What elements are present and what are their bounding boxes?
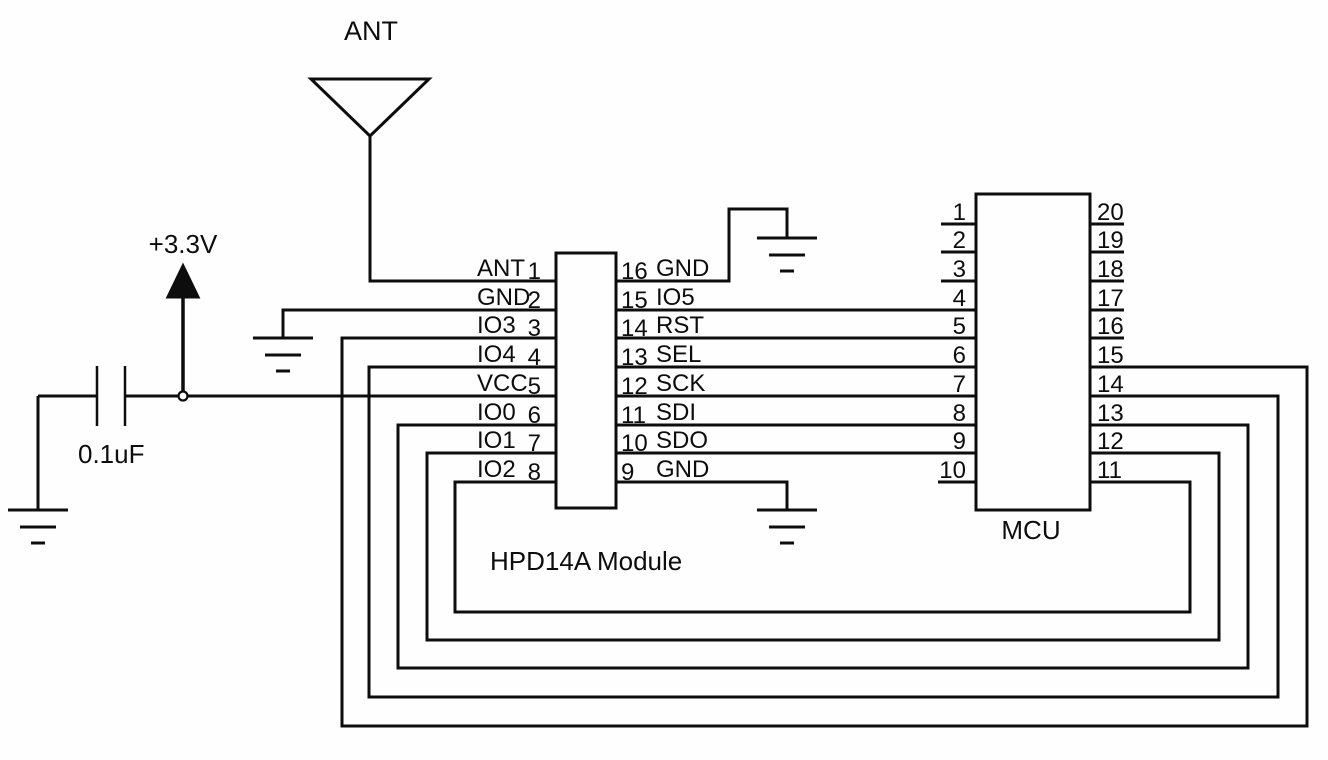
hpd-right-pin-name-gnd16: GND [656,255,709,282]
mcu-left-pin-num-4: 4 [953,285,966,312]
hpd-right-pin-num-10: 10 [621,430,648,457]
hpd-right-pin-num-16: 16 [621,258,648,285]
wire-io0-to-mcu13 [396,423,1250,670]
hpd-right-pin-num-11: 11 [621,402,646,429]
mcu-right-pin-num-13: 13 [1097,400,1124,427]
mcu-right-pin-num-17: 17 [1097,285,1124,312]
hpd-left-pin-num-8: 8 [528,459,541,486]
wire-gnd2 [281,308,556,338]
ground-icon-capacitor [8,508,68,545]
ground-icon-pin9 [757,508,817,545]
wire-gnd16 [616,207,789,283]
hpd-left-pin-num-1: 1 [528,258,541,285]
mcu-stub-pins-left [938,222,976,484]
hpd-left-pin-name-io1: IO1 [477,427,516,454]
mcu-label: MCU [1001,515,1060,545]
hpd-left-pin-num-7: 7 [528,430,541,457]
mcu-stub-pins-right [1090,222,1124,340]
hpd-right-pin-num-9: 9 [621,459,634,486]
mcu-right-pin-num-19: 19 [1097,227,1124,254]
mcu-left-pin-num-2: 2 [953,227,966,254]
mcu-left-pin-num-7: 7 [953,371,966,398]
hpd-right-pin-name-sck: SCK [656,370,705,397]
hpd-right-pin-num-14: 14 [621,315,648,342]
hpd-left-pin-name-io3: IO3 [477,312,516,339]
mcu-left-pin-num-8: 8 [953,400,966,427]
antenna-feed-wire [368,136,556,283]
capacitor-label: 0.1uF [78,439,145,469]
hpd-right-pin-name-sdo: SDO [656,427,708,454]
junction-node [177,390,189,402]
hpd-left-pin-num-3: 3 [528,315,541,342]
mcu-left-pin-num-6: 6 [953,342,966,369]
mcu-right-pin-num-16: 16 [1097,313,1124,340]
mcu-body [974,192,1092,512]
hpd-right-pin-name-io5: IO5 [656,284,695,311]
hpd-right-pin-name-gnd9: GND [656,456,709,483]
mcu-right-pin-num-11: 11 [1097,457,1122,484]
wire-io1-to-mcu12 [425,451,1221,642]
hpd-right-pin-name-rst: RST [656,312,704,339]
wire-io4-to-mcu14 [367,365,1280,699]
hpd-left-pin-name-io2: IO2 [477,456,516,483]
wire-io2-to-mcu11 [453,480,1192,614]
hpd-left-pin-name-ant: ANT [477,255,525,282]
hpd-right-pin-num-15: 15 [621,287,648,314]
hpd-left-pin-num-4: 4 [528,344,541,371]
ground-icon-pin16 [757,236,817,273]
ground-icon-pin2 [253,336,313,373]
hpd-right-pin-name-sdi: SDI [656,399,696,426]
wire-gnd9 [616,480,789,510]
hpd-left-pin-name-vcc: VCC [477,370,528,397]
mcu-left-pin-num-9: 9 [953,428,966,455]
capacitor-icon [95,366,127,426]
hpd14a-module-body [554,251,618,510]
hpd-right-pin-num-13: 13 [621,344,648,371]
hpd14a-module-label: HPD14A Module [490,546,682,576]
hpd-left-pin-num-2: 2 [528,287,541,314]
mcu-left-pin-num-3: 3 [953,256,966,283]
mcu-right-pin-num-18: 18 [1097,256,1124,283]
mcu-left-pin-num-5: 5 [953,313,966,340]
hpd-left-pin-num-6: 6 [528,402,541,429]
mcu-right-pin-num-14: 14 [1097,371,1124,398]
hpd-right-pin-name-sel: SEL [656,341,701,368]
mcu-right-pin-num-20: 20 [1097,199,1124,226]
power-label: +3.3V [149,229,218,259]
mcu-right-pin-num-15: 15 [1097,342,1124,369]
antenna-label: ANT [344,16,398,46]
hpd-right-pin-num-12: 12 [621,373,648,400]
hpd-left-pin-name-io0: IO0 [477,399,516,426]
hpd-left-pin-name-io4: IO4 [477,341,516,368]
wire-io3-to-mcu15 [340,336,1309,728]
mcu-right-pin-num-12: 12 [1097,428,1124,455]
power-arrow-icon [165,262,201,299]
hpd-left-pin-num-5: 5 [528,373,541,400]
mcu-left-pin-num-10: 10 [939,457,966,484]
mcu-left-pin-num-1: 1 [953,199,966,226]
antenna-icon [307,77,433,139]
hpd-left-pin-name-gnd: GND [477,284,530,311]
